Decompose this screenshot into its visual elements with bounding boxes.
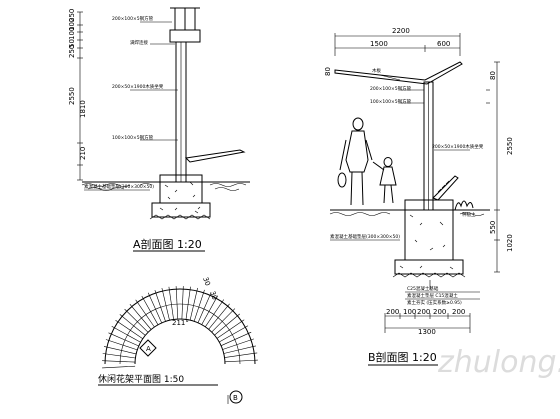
plan-slat xyxy=(219,325,249,343)
a-footing-base xyxy=(151,202,211,218)
plan-slat xyxy=(102,353,136,359)
plan-slat xyxy=(102,365,136,369)
b-note-roof: 木板 xyxy=(372,67,381,74)
plan-slat xyxy=(222,338,254,350)
plan-slat xyxy=(154,290,166,322)
person-figure xyxy=(337,117,373,206)
plan-slat xyxy=(223,345,256,354)
b-dim-550: 550 xyxy=(489,221,497,234)
a-title: A剖面图 1:20 xyxy=(133,237,202,251)
b-roof xyxy=(334,61,463,85)
section-a: 250 100 100 50 250 2550 1810 210 200×100… xyxy=(68,7,250,252)
plan-slat xyxy=(161,288,170,321)
a-note-pipe: 100×100×5钢方管 xyxy=(112,134,154,141)
b-footing-base xyxy=(394,259,464,275)
plan-slat xyxy=(141,295,159,325)
b-dim-2200: 2200 xyxy=(392,27,410,35)
b-legend-1: C25混凝土基础 xyxy=(407,285,439,292)
plan-radius-1: 30 xyxy=(201,276,212,287)
a-note-post: 200×50×1900木质坐凳 xyxy=(112,83,164,90)
b-bottom-3: 200 xyxy=(417,308,430,316)
plan-marker-b-label: B xyxy=(233,394,238,402)
plan-slat xyxy=(135,299,155,328)
a-dim-top-4: 50 xyxy=(68,39,76,48)
plan-slat xyxy=(214,313,240,336)
plan-slat xyxy=(205,299,225,327)
a-note-cap: 200×100×5钢方管 xyxy=(112,15,154,22)
plan-marker-b xyxy=(229,390,243,404)
watermark: zhulong.com xyxy=(437,345,560,380)
a-dim-1810: 1810 xyxy=(79,100,87,118)
plan-slat xyxy=(220,331,252,346)
plan-slat xyxy=(185,286,191,320)
plan-marker-a xyxy=(139,339,157,357)
plan-slat xyxy=(115,319,143,339)
plan-slat xyxy=(111,326,141,343)
plan-slat xyxy=(105,339,138,351)
a-bench xyxy=(184,149,246,163)
plan-slat xyxy=(224,359,258,363)
plan-marker-a-label: A xyxy=(146,345,151,353)
a-dim-top-1: 250 xyxy=(68,9,76,22)
plan-slat xyxy=(124,308,149,333)
b-note-footing: 素混凝土基础垫层(300×300×50) xyxy=(330,233,400,240)
plan-slat xyxy=(129,304,152,330)
plan-slat xyxy=(216,319,245,339)
plan-slat xyxy=(197,292,212,323)
b-bottom-total: 1300 xyxy=(418,328,436,336)
plan-slat xyxy=(224,352,258,358)
b-plant xyxy=(454,200,474,211)
a-dim-top-3: 100 xyxy=(68,27,76,40)
b-title: B剖面图 1:20 xyxy=(368,350,437,364)
b-dim-600: 600 xyxy=(437,40,450,48)
plan-radius-2: 30 xyxy=(208,290,219,301)
plan-slat xyxy=(119,314,146,336)
b-bench xyxy=(432,175,459,201)
b-bottom-4: 200 xyxy=(433,308,446,316)
b-bottom-2: 100 xyxy=(403,308,416,316)
plan-slat xyxy=(168,286,174,320)
b-bottom-1: 200 xyxy=(386,308,399,316)
a-dim-top-2: 100 xyxy=(68,18,76,31)
b-dim-1500: 1500 xyxy=(370,40,388,48)
plan-slat xyxy=(201,295,218,325)
plan-slat xyxy=(193,289,205,322)
b-legend-3: 素土夯实 (压实系数≥0.95) xyxy=(407,299,462,306)
b-note-steel: 100×100×5钢方管 xyxy=(370,98,412,105)
b-dim-1020: 1020 xyxy=(506,234,514,252)
section-b: 2200 1500 600 80 木板 200×100×5钢方管 100×100… xyxy=(324,27,514,366)
b-legend-2: 素混凝土垫层 C15混凝土 xyxy=(407,292,458,299)
a-dim-210: 210 xyxy=(79,147,87,160)
b-bottom-5: 200 xyxy=(452,308,465,316)
b-dim-small-1: 80 xyxy=(489,71,497,80)
b-note-bench: 200×50×1900木质坐凳 xyxy=(432,143,484,150)
a-dim-top-5: 250 xyxy=(68,45,76,58)
plan-slat xyxy=(211,308,236,333)
b-dim-80: 80 xyxy=(324,67,332,76)
plan-title: 休闲花架平面图 1:50 xyxy=(98,373,184,385)
a-note-weld: 满焊连接 xyxy=(130,39,148,46)
b-legend: C25混凝土基础 素混凝土垫层 C15混凝土 素土夯实 (压实系数≥0.95) xyxy=(405,280,480,306)
b-footing xyxy=(404,199,454,261)
plan-slat xyxy=(102,360,136,363)
a-note-footing: 素混凝土基础垫层(300×300×50) xyxy=(84,183,154,190)
plan-slat xyxy=(147,292,162,324)
plan-slat xyxy=(189,287,198,321)
b-dim-2550: 2550 xyxy=(506,137,514,155)
plan-arcs xyxy=(102,286,258,369)
b-note-beam: 200×100×5钢方管 xyxy=(370,85,412,92)
plan-angle: 211° xyxy=(172,319,189,327)
plan-slat xyxy=(181,286,184,320)
a-cap-plate xyxy=(169,29,201,43)
plan-slat xyxy=(175,286,179,320)
plan-slat xyxy=(103,346,137,355)
plan-slat xyxy=(208,303,230,330)
child-figure xyxy=(372,157,397,204)
plan-slat xyxy=(108,332,139,347)
plan-view: 211° 30 30 A B 休闲花架平面图 1:50 xyxy=(98,276,258,404)
a-dim-2550: 2550 xyxy=(68,87,76,105)
b-note-ground: 种植土 xyxy=(462,211,476,218)
